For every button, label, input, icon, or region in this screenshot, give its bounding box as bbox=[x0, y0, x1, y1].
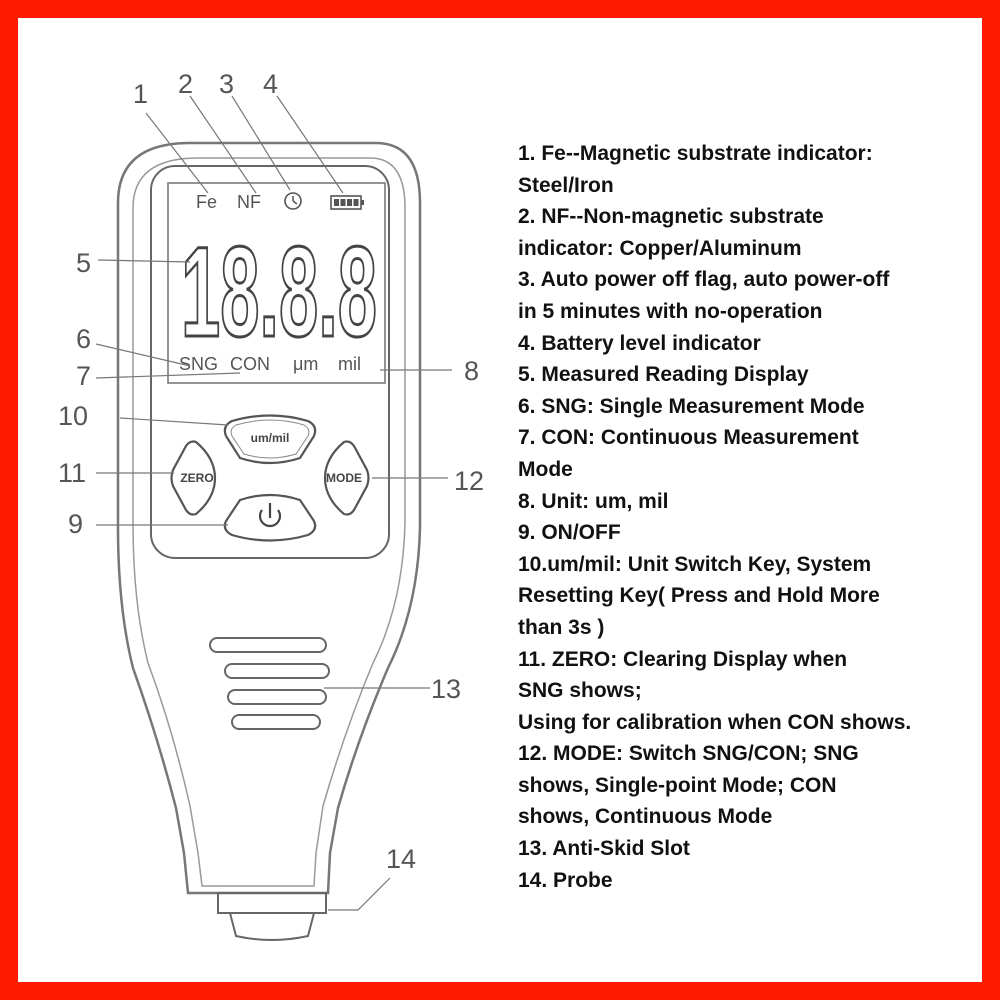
measured-reading: 18.8.8 bbox=[181, 221, 377, 364]
callout-13: 13 bbox=[431, 674, 461, 704]
legend-line: indicator: Copper/Aluminum bbox=[518, 236, 802, 260]
legend-line: 2. NF--Non-magnetic substrate bbox=[518, 205, 824, 229]
legend-line: SNG shows; bbox=[518, 679, 642, 703]
mil-unit-indicator: mil bbox=[338, 354, 361, 374]
legend-line: Using for calibration when CON shows. bbox=[518, 710, 912, 734]
legend-line: Mode bbox=[518, 457, 573, 481]
zero-label: ZERO bbox=[180, 471, 213, 485]
legend-line: Steel/Iron bbox=[518, 173, 614, 197]
unit-switch-button[interactable]: um/mil bbox=[223, 414, 317, 465]
legend-line: 11. ZERO: Clearing Display when bbox=[518, 647, 848, 671]
con-indicator: CON bbox=[230, 354, 270, 374]
legend-line: 8. Unit: um, mil bbox=[518, 489, 669, 513]
device-body-outline bbox=[116, 141, 422, 895]
legend-list: 1. Fe--Magnetic substrate indicator: Stee… bbox=[518, 138, 978, 896]
legend-line: 1. Fe--Magnetic substrate indicator: bbox=[518, 142, 873, 165]
callout-11: 11 bbox=[58, 458, 86, 488]
callout-8: 8 bbox=[464, 356, 479, 386]
callout-1: 1 bbox=[133, 79, 148, 109]
mode-label: MODE bbox=[326, 471, 362, 485]
um-unit-indicator: μm bbox=[293, 354, 318, 374]
nf-indicator: NF bbox=[237, 192, 261, 212]
legend-line: in 5 minutes with no-operation bbox=[518, 299, 823, 323]
power-button[interactable] bbox=[223, 493, 317, 542]
callout-7: 7 bbox=[76, 361, 91, 391]
diagram-canvas: Fe NF 18.8.8 SNG CON μm mil bbox=[18, 18, 982, 982]
legend-line: 10.um/mil: Unit Switch Key, System bbox=[518, 552, 872, 576]
legend-line: 13. Anti-Skid Slot bbox=[518, 837, 690, 861]
legend-line: 12. MODE: Switch SNG/CON; SNG bbox=[518, 742, 859, 766]
sng-indicator: SNG bbox=[179, 354, 218, 374]
callout-2: 2 bbox=[178, 69, 193, 99]
callout-3: 3 bbox=[219, 69, 234, 99]
legend-line: 9. ON/OFF bbox=[518, 521, 621, 545]
anti-skid-slots bbox=[209, 637, 330, 730]
legend-line: 7. CON: Continuous Measurement bbox=[518, 426, 859, 450]
legend-line: 3. Auto power off flag, auto power-off bbox=[518, 268, 890, 292]
legend-line: shows, Continuous Mode bbox=[518, 805, 773, 829]
unit-switch-label: um/mil bbox=[251, 431, 290, 445]
battery-icon bbox=[330, 195, 364, 210]
zero-button[interactable]: ZERO bbox=[170, 440, 217, 516]
legend-line: than 3s ) bbox=[518, 615, 605, 639]
callout-14: 14 bbox=[386, 844, 416, 874]
probe bbox=[217, 892, 327, 941]
legend-line: 4. Battery level indicator bbox=[518, 331, 761, 355]
device-illustration: Fe NF 18.8.8 SNG CON μm mil bbox=[58, 69, 484, 941]
fe-indicator: Fe bbox=[196, 192, 217, 212]
callout-4: 4 bbox=[263, 69, 278, 99]
mode-button[interactable]: MODE bbox=[323, 440, 370, 516]
legend-line: shows, Single-point Mode; CON bbox=[518, 773, 837, 797]
legend-line: 14. Probe bbox=[518, 868, 613, 892]
lcd-screen bbox=[167, 182, 386, 384]
clock-icon bbox=[284, 192, 302, 210]
callout-leader-lines bbox=[95, 95, 452, 911]
callout-5: 5 bbox=[76, 248, 91, 278]
legend-line: 6. SNG: Single Measurement Mode bbox=[518, 394, 865, 418]
callout-9: 9 bbox=[68, 509, 83, 539]
front-panel bbox=[150, 165, 390, 559]
legend-line: Resetting Key( Press and Hold More bbox=[518, 584, 880, 608]
power-icon bbox=[258, 503, 282, 528]
callout-6: 6 bbox=[76, 324, 91, 354]
legend-line: 5. Measured Reading Display bbox=[518, 363, 809, 387]
callout-10: 10 bbox=[58, 401, 88, 431]
callout-12: 12 bbox=[454, 466, 484, 496]
